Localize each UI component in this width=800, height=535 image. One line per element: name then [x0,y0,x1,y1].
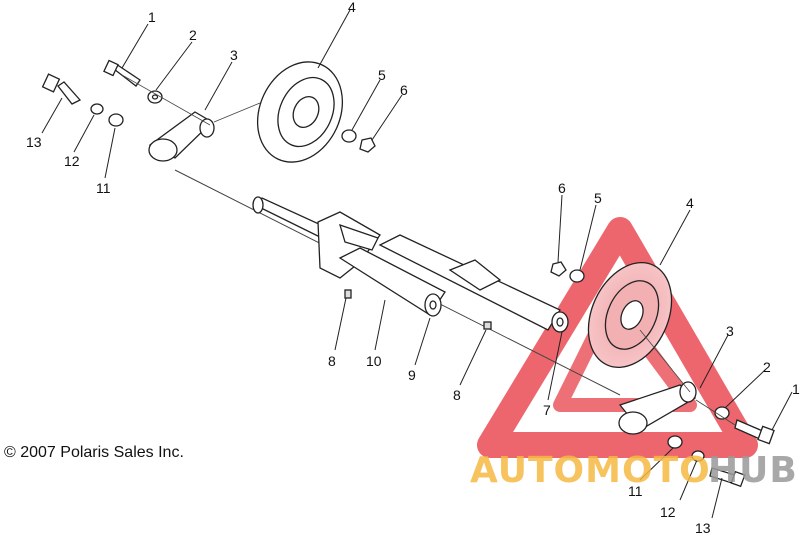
callout-leaders [41,9,793,519]
copyright-text: © 2007 Polaris Sales Inc. [4,444,184,461]
callout-6r: 6 [558,180,566,196]
callout-11r: 11 [628,483,643,499]
callout-7: 7 [543,402,551,418]
callout-11: 11 [96,180,111,196]
crossbar-assembly [174,169,621,396]
callout-5r: 5 [594,190,602,206]
callout-8b: 8 [453,387,461,403]
callouts-right: 6 5 4 3 2 1 11 12 13 [558,180,800,535]
callout-2r: 2 [763,359,771,375]
callout-4r: 4 [686,195,694,211]
callout-8a: 8 [328,353,336,369]
callout-2: 2 [189,27,197,43]
callout-10: 10 [366,353,382,369]
callout-4: 4 [348,0,356,15]
callouts-center: 8 10 9 8 7 [328,353,551,418]
callout-3r: 3 [726,323,734,339]
watermark-text-2: HUB [708,450,798,491]
callout-1r: 1 [792,381,800,397]
right-wheel-assembly [550,261,775,488]
top-wheel-assembly [41,59,376,163]
watermark-logo: AUTOMOTO HUB [470,450,798,491]
callout-13: 13 [26,134,42,150]
callout-6: 6 [400,82,408,98]
callout-12r: 12 [660,504,676,520]
callout-1: 1 [148,9,156,25]
callout-5: 5 [378,67,386,83]
callout-12: 12 [64,153,80,169]
callouts-top: 1 2 3 4 5 6 13 12 11 [26,0,408,196]
watermark-text-1: AUTOMOTO [470,450,711,491]
callout-13r: 13 [695,520,711,535]
callout-9: 9 [408,367,416,383]
callout-3: 3 [230,47,238,63]
